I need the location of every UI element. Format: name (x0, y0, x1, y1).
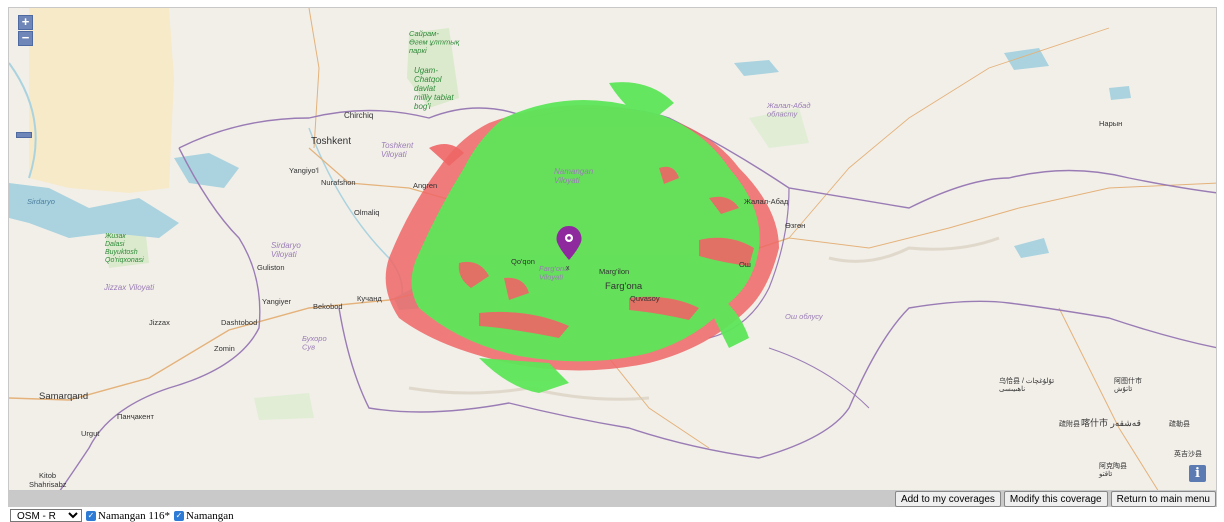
zoom-out-button[interactable]: − (18, 31, 33, 46)
coverage-green-layer (411, 82, 760, 393)
map-label-urgut: Urgut (81, 429, 100, 438)
forest-area (749, 108, 809, 148)
map-label-toshkent: Toshkent (311, 136, 351, 147)
forest-area (254, 393, 314, 420)
map-label-kashgar: 喀什市 قەشقەر (1081, 417, 1141, 429)
lake-water (9, 183, 179, 238)
terrain (828, 236, 1000, 263)
map-label-kitob: Kitob (39, 471, 56, 480)
coverage-red-patches (429, 144, 754, 338)
layer-label: Namangan 116* (98, 509, 170, 522)
checkbox-checked-icon[interactable]: ✓ (86, 510, 96, 521)
map-base-layer (9, 8, 1216, 490)
road (788, 27, 1110, 239)
steppe-region (29, 8, 174, 193)
checkbox-checked-icon[interactable]: ✓ (174, 510, 184, 521)
layer-toggle-namangan[interactable]: ✓ Namangan (174, 510, 234, 522)
map-label-quvasoy: Quvasoy (630, 294, 660, 303)
return-to-main-menu-button[interactable]: Return to main menu (1110, 491, 1216, 507)
transmitter-marker[interactable] (556, 226, 582, 260)
layer-toggle-namangan-116[interactable]: ✓ Namangan 116* (86, 510, 170, 522)
map-label-marg-ilon: Marg'ilon (599, 267, 629, 276)
map-label-zomin: Zomin (214, 344, 235, 353)
map-label-shule: 疏勒县 (1169, 419, 1190, 428)
map-label-olmaliq: Olmaliq (354, 208, 379, 217)
map-label-bekobod: Bekobod (313, 302, 343, 311)
road (1058, 307, 1159, 490)
map-label-yangiyo-l: Yangiyo'l (289, 166, 319, 175)
map-label-dashtobod: Dashtobod (221, 318, 257, 327)
country-border (768, 347, 870, 409)
map-label-jizzax-viloyati: Jizzax Viloyati (103, 283, 154, 292)
zoom-in-button[interactable]: + (18, 15, 33, 30)
map-label-guliston: Guliston (257, 263, 285, 272)
info-button[interactable]: i (1189, 465, 1206, 482)
map-label-uzgen: Өзгөн (785, 221, 805, 230)
zoom-slider-handle[interactable] (16, 132, 32, 138)
lake-water (1109, 86, 1131, 100)
map-label-osh: Ош (739, 260, 751, 269)
modify-coverage-button[interactable]: Modify this coverage (1003, 491, 1108, 507)
map-label-jizzax: Jizzax (149, 318, 170, 327)
map-label-naryn: Нарын (1099, 119, 1122, 128)
map-label-qo-qon: Qo'qon (511, 257, 535, 266)
country-border (59, 147, 261, 490)
lake-water (174, 153, 239, 188)
forest-area (407, 28, 459, 108)
map-label-jalal-abad: Жалал-Абад (744, 197, 789, 206)
map-label-shahrisabz: Shahrisabz (29, 480, 67, 489)
map-label-nurafshon: Nurafshon (321, 178, 356, 187)
country-border (178, 107, 1216, 209)
road (308, 8, 320, 149)
transmitter-label: x (566, 265, 570, 272)
country-border (338, 300, 1216, 459)
map-label-farg-ona: Farg'ona (605, 281, 643, 292)
layer-label: Namangan (186, 509, 234, 522)
lake-water (1004, 48, 1049, 70)
map-label-chirchiq: Chirchiq (344, 111, 373, 120)
river (9, 62, 37, 179)
map-label-angren: Angren (413, 181, 437, 190)
map-label-samarqand: Samarqand (39, 391, 88, 402)
map-label-yangiyer: Yangiyer (262, 297, 292, 306)
map-label-yengisar: 英吉沙县 (1174, 449, 1202, 458)
base-layer-select[interactable]: OSM - R (10, 509, 82, 522)
map-label-osh-oblast: Ош облусу (785, 312, 824, 321)
lake-water (1014, 238, 1049, 258)
add-to-my-coverages-button[interactable]: Add to my coverages (894, 491, 1001, 507)
road (788, 182, 1216, 249)
lake-water (734, 60, 779, 76)
map-label-sirdaryo-water: Sirdaryo (27, 197, 55, 206)
map-label-kuchkand: Кучанд (357, 294, 382, 303)
layer-controls: OSM - R ✓ Namangan 116* ✓ Namangan (10, 509, 234, 522)
map-label-panjakent: Панҷакент (117, 412, 154, 421)
map-label-shufu: 疏附县 (1059, 419, 1080, 428)
action-button-group: Add to my coverages Modify this coverage… (894, 491, 1216, 507)
